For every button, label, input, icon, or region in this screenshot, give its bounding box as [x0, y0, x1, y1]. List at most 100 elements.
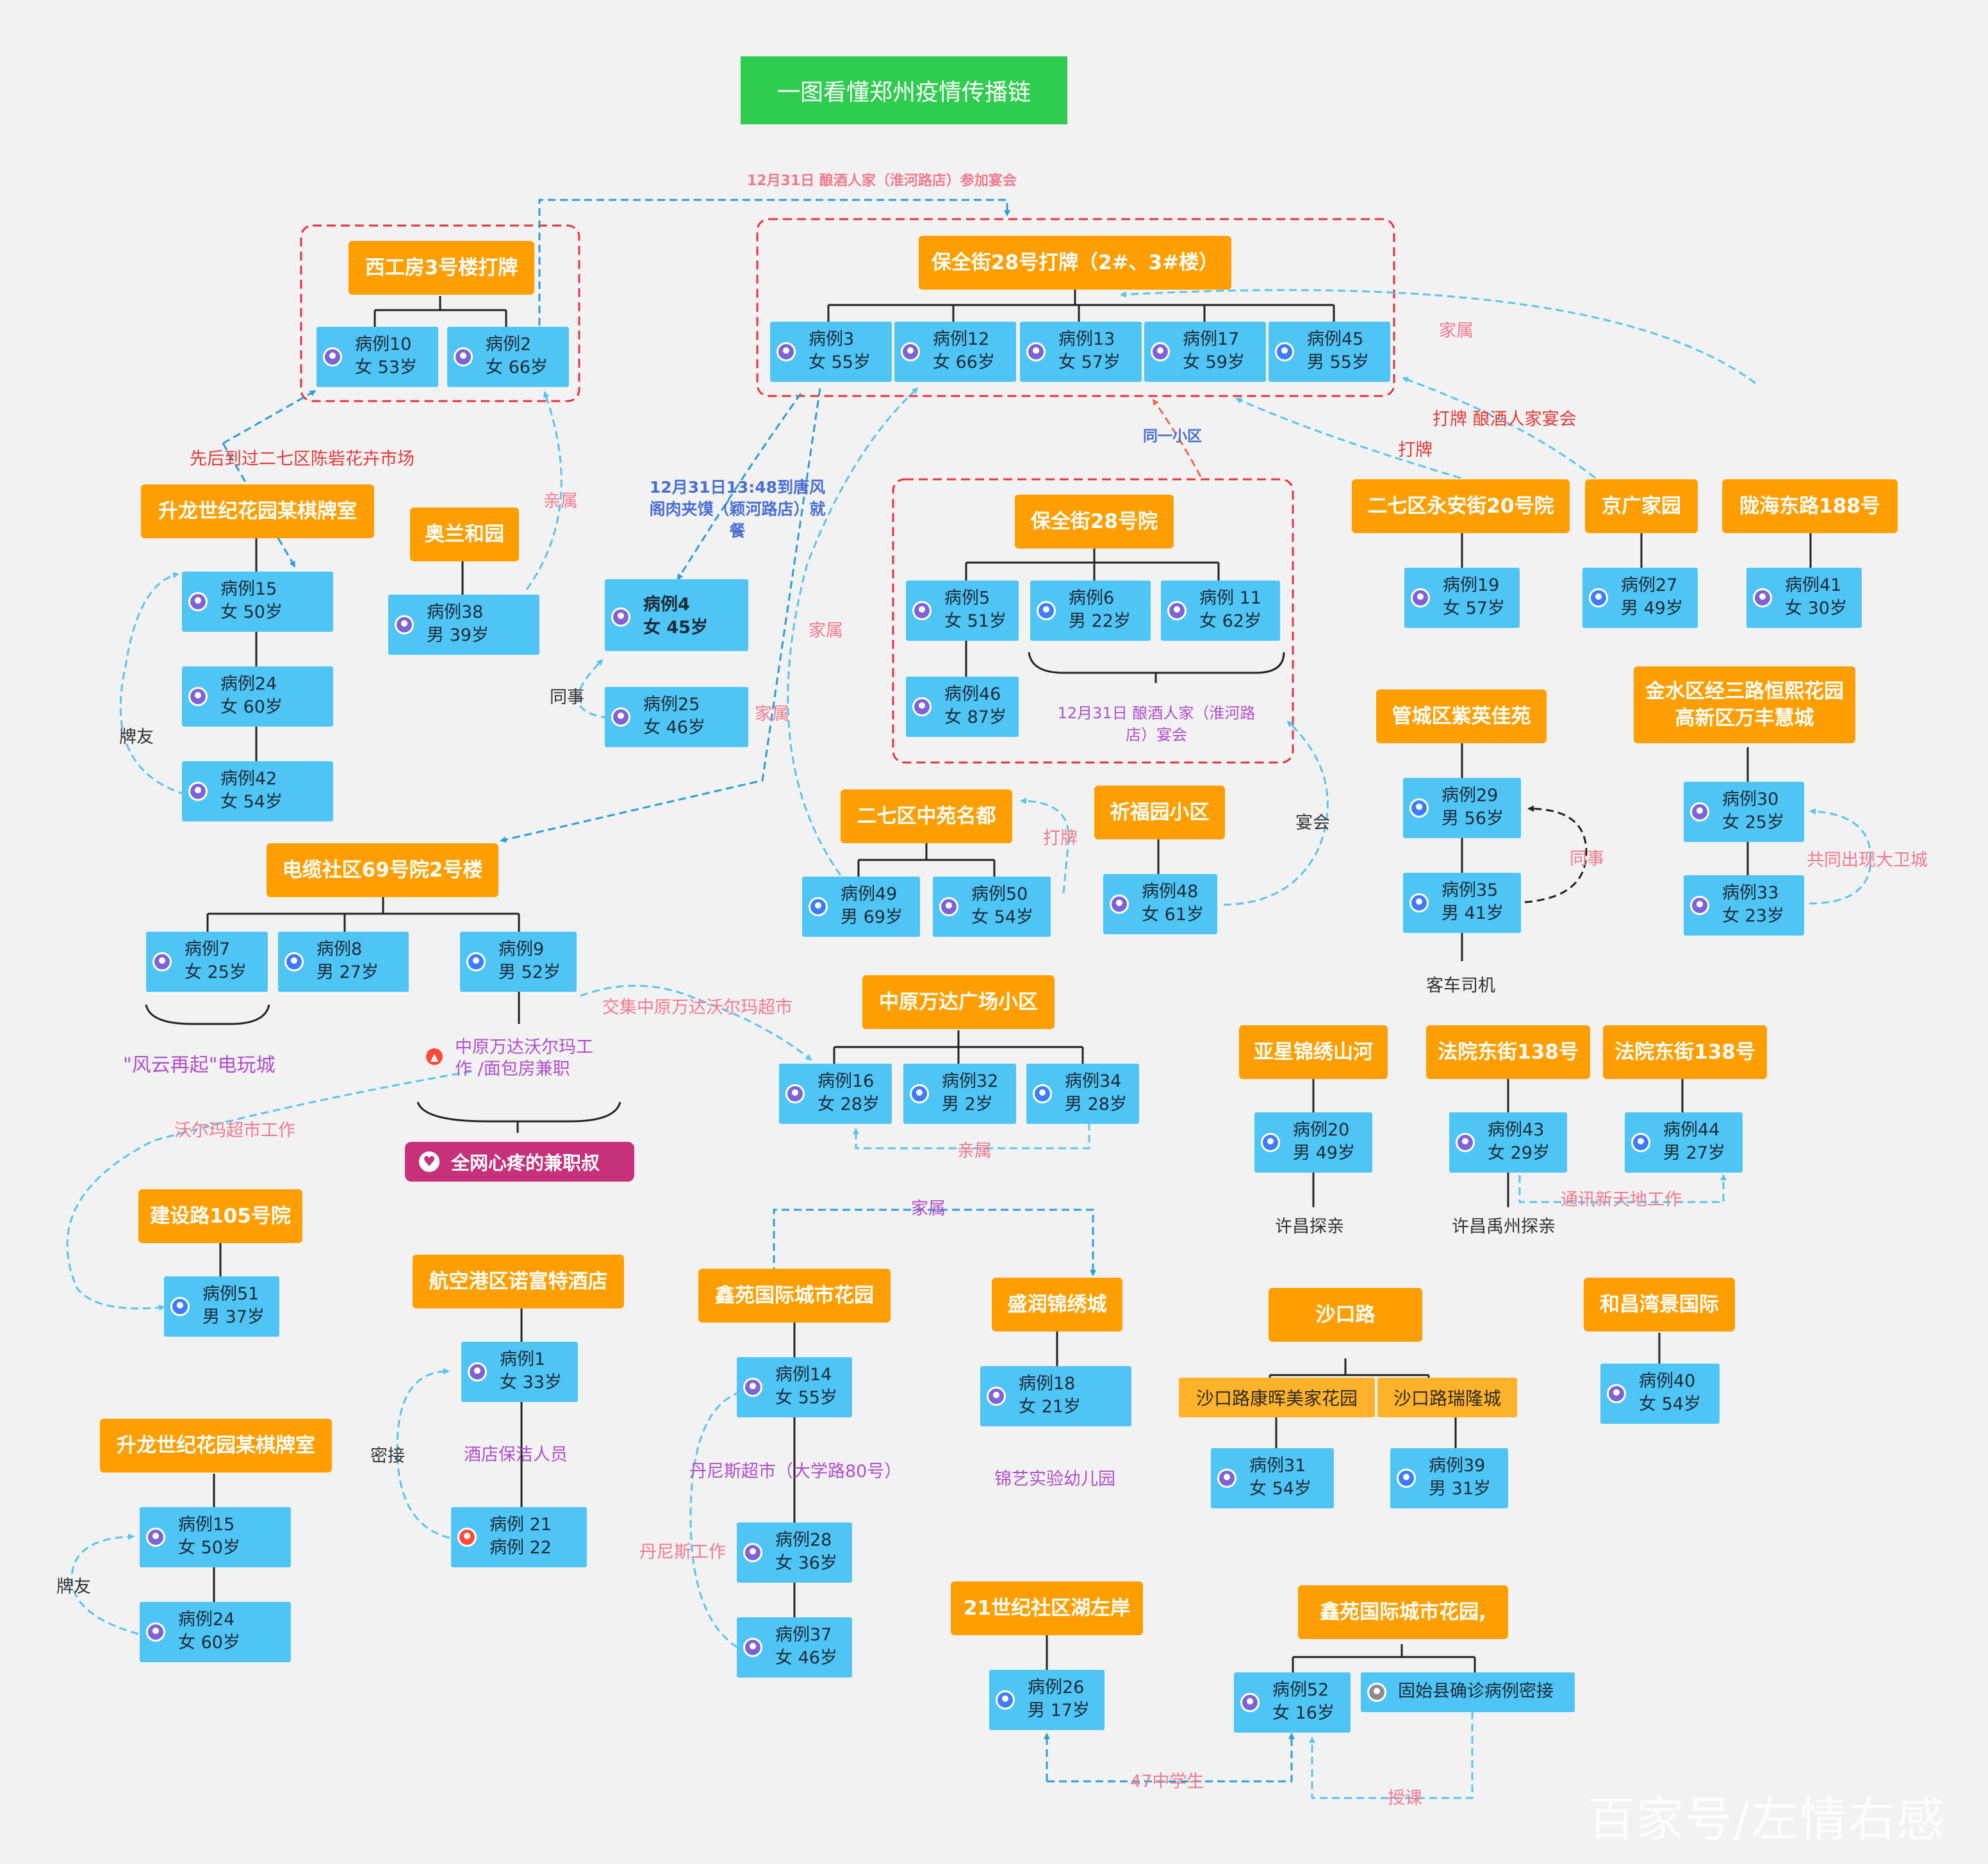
female-user-icon [188, 782, 208, 801]
female-user-icon [743, 1378, 762, 1397]
location-jingguang: 京广家园 [1585, 479, 1698, 533]
case-info: 女 45岁 [643, 618, 708, 638]
label-banquet: 宴会 [1295, 813, 1330, 833]
location-shenglong-top: 升龙世纪花园某棋牌室 [141, 484, 374, 538]
male-user-icon [1033, 1084, 1052, 1103]
label-hotel-cleaner: 酒店保洁人员 [464, 1445, 568, 1465]
case-info: 男 27岁 [1663, 1143, 1725, 1163]
female-user-icon [152, 952, 172, 971]
case-id: 病例38 [427, 602, 484, 622]
male-user-icon [284, 952, 304, 971]
case-info: 男 49岁 [1293, 1143, 1355, 1163]
case-id: 病例 21 [489, 1515, 552, 1535]
female-user-icon [1411, 588, 1430, 607]
case-info: 女 46岁 [643, 718, 705, 738]
case-info: 女 60岁 [220, 697, 283, 717]
female-user-icon [912, 601, 932, 620]
case-id: 病例3 [809, 329, 855, 349]
female-user-icon [146, 1622, 165, 1642]
location-aolanheyuan: 奥兰和园 [410, 507, 519, 561]
case-id: 病例51 [202, 1284, 259, 1304]
label-tangfeng: 12月31日13:48到唐风阁肉夹馍（颖河路店）就餐 [649, 478, 826, 540]
case-id: 病例 11 [1199, 588, 1261, 608]
male-user-icon [1037, 601, 1056, 620]
female-user-icon [1151, 342, 1170, 361]
male-user-icon [170, 1297, 190, 1316]
case-info: 女 46岁 [775, 1648, 837, 1668]
case-id: 病例15 [178, 1515, 235, 1535]
case-info: 病例 22 [489, 1538, 552, 1558]
case-id: 病例15 [220, 579, 277, 599]
case-info: 男 17岁 [1028, 1701, 1090, 1720]
female-user-icon [146, 1528, 165, 1547]
case-info: 女 57岁 [1058, 352, 1121, 372]
label-fengyun: "风云再起"电玩城 [123, 1054, 275, 1076]
female-user-icon [454, 347, 473, 367]
female-user-icon [611, 707, 630, 727]
female-user-icon [901, 342, 920, 361]
user-icon [1367, 1683, 1386, 1702]
case-id: 病例40 [1639, 1371, 1696, 1391]
location-xinyuan-2: 鑫苑国际城市花园, [1298, 1585, 1508, 1639]
label-danisi-work: 丹尼斯工作 [639, 1542, 726, 1562]
sublocation-shakou-ruilong: 沙口路瑞隆城 [1377, 1378, 1517, 1417]
case-info: 女 55岁 [775, 1388, 837, 1408]
label-walmart-cross: 交集中原万达沃尔玛超市 [602, 998, 793, 1018]
location-erqi-zhongyuan: 二七区中苑名都 [841, 789, 1012, 843]
case-info: 女 21岁 [1019, 1397, 1081, 1417]
male-user-icon [1589, 588, 1608, 607]
case-id: 病例32 [942, 1071, 999, 1091]
label-card-friend: 牌友 [119, 727, 154, 747]
location-dianlan: 电缆社区69号院2号楼 [267, 843, 498, 897]
case-info: 女 53岁 [355, 358, 417, 377]
location-shenglong-bottom: 升龙世纪花园某棋牌室 [100, 1419, 332, 1472]
location-zhongyuan-wanda: 中原万达广场小区 [862, 975, 1055, 1029]
label-same-community: 同一小区 [1143, 428, 1202, 445]
case-id: 病例46 [944, 684, 1001, 704]
link-arrows [66, 199, 1872, 1799]
location-xinyuan-1: 鑫苑国际城市花园 [698, 1269, 891, 1323]
tree-lines [145, 290, 1812, 1672]
case-info: 女 54岁 [971, 907, 1033, 927]
page-title: 一图看懂郑州疫情传播链 [741, 56, 1067, 124]
male-user-icon [1409, 798, 1429, 818]
case-info: 女 23岁 [1722, 906, 1784, 926]
male-user-icon [910, 1084, 929, 1103]
location-jianshe: 建设路105号院 [138, 1189, 302, 1243]
female-user-icon [1217, 1469, 1236, 1488]
case-id: 病例4 [643, 595, 690, 614]
female-user-icon [1240, 1693, 1260, 1712]
location-fayuan-1: 法院东街138号 [1426, 1025, 1590, 1079]
case-info: 女 30岁 [1785, 598, 1847, 618]
label-bus-driver: 客车司机 [1426, 976, 1495, 996]
case-id: 病例31 [1249, 1456, 1306, 1476]
location-fayuan-2: 法院东街138号 [1603, 1025, 1767, 1079]
location-yaxing: 亚星锦绣山河 [1239, 1025, 1388, 1079]
case-info: 女 36岁 [775, 1553, 837, 1573]
location-shakou: 沙口路 [1269, 1288, 1422, 1342]
case-id: 病例27 [1621, 575, 1678, 595]
